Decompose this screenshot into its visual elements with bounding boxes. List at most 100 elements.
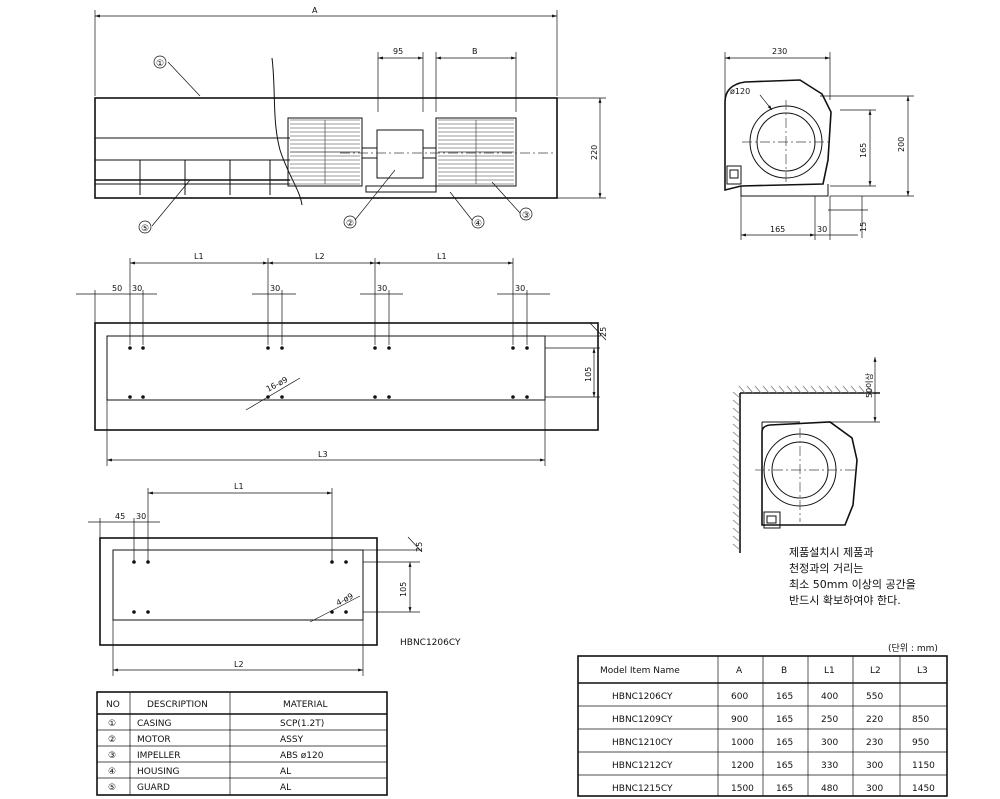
mount-hole xyxy=(132,560,136,564)
mount2-45: 45 xyxy=(115,512,125,521)
model-cell-l2: 550 xyxy=(866,692,883,702)
mounting-plate-small: L1 45 30 25 105 4-ø9 L2 HBNC1206CY xyxy=(88,482,461,676)
mount-hole xyxy=(525,395,529,399)
mount-hole xyxy=(132,610,136,614)
callout-4: ④ xyxy=(474,219,482,229)
parts-row-no: ③ xyxy=(108,751,116,761)
parts-header-no: NO xyxy=(106,700,120,710)
parts-table: NO DESCRIPTION MATERIAL ① CASING SCP(1.2T)… xyxy=(96,691,388,796)
dim-a-label: A xyxy=(312,6,318,15)
mount2-l1: L1 xyxy=(234,482,244,491)
model-cell-a: 1200 xyxy=(731,761,754,771)
model-cell-l1: 250 xyxy=(821,715,838,725)
model-table-unit: (단위 : mm) xyxy=(888,643,938,654)
parts-row-no: ④ xyxy=(108,767,116,777)
model-cell-model: HBNC1206CY xyxy=(612,692,673,702)
model-cell-l1: 400 xyxy=(821,692,838,702)
parts-row-mat: AL xyxy=(280,767,291,777)
mount-hole xyxy=(280,346,284,350)
side-width-label: 230 xyxy=(772,47,787,56)
model-cell-model: HBNC1210CY xyxy=(612,738,673,748)
mount-hole xyxy=(146,610,150,614)
model-cell-l2: 300 xyxy=(866,784,883,794)
model-cell-l1: 300 xyxy=(821,738,838,748)
model-header-l2: L2 xyxy=(870,666,881,676)
model-cell-l3: 1150 xyxy=(912,761,935,771)
model-cell-b: 165 xyxy=(776,738,793,748)
mount1-l3: L3 xyxy=(318,450,328,459)
model-cell-model: HBNC1212CY xyxy=(612,761,673,771)
mount-hole xyxy=(525,346,529,350)
model-header-l1: L1 xyxy=(824,666,835,676)
front-view: A 95 B xyxy=(94,6,606,234)
parts-row-mat: ASSY xyxy=(280,735,304,745)
mount1-holes xyxy=(128,346,529,399)
mount-hole xyxy=(330,560,334,564)
parts-header-desc: DESCRIPTION xyxy=(147,700,208,710)
callout-2: ② xyxy=(346,219,354,229)
model-cell-a: 900 xyxy=(731,715,748,725)
parts-row-desc: CASING xyxy=(137,719,172,729)
parts-row-desc: GUARD xyxy=(137,783,170,793)
install-view: 50이상 제품설치시 제품과 천정과의 거리는 최소 50mm 이상의 공간을 … xyxy=(732,357,916,607)
parts-row-no: ① xyxy=(108,719,116,729)
mount1-50: 50 xyxy=(112,284,122,293)
callout-5: ⑤ xyxy=(141,224,149,234)
install-note-3: 최소 50mm 이상의 공간을 xyxy=(789,578,916,591)
side-200-label: 200 xyxy=(897,137,906,152)
parts-row-no: ② xyxy=(108,735,116,745)
model-cell-a: 1000 xyxy=(731,738,754,748)
side-view: 230 ø120 165 200 165 30 15 xyxy=(724,47,914,240)
parts-row-mat: ABS ø120 xyxy=(280,751,324,761)
mount2-l2: L2 xyxy=(234,660,244,669)
install-clearance: 50이상 xyxy=(864,372,874,398)
model-cell-l3: 1450 xyxy=(912,784,935,794)
mount2-105: 105 xyxy=(399,582,408,597)
parts-row-desc: MOTOR xyxy=(137,735,171,745)
model-table: (단위 : mm) Model Item Name A B L1 L2 L3 H… xyxy=(577,643,948,797)
left-grille xyxy=(290,119,360,185)
mount-hole xyxy=(280,395,284,399)
install-note-1: 제품설치시 제품과 xyxy=(789,546,873,559)
right-grille xyxy=(438,119,514,185)
mount-hole xyxy=(128,346,132,350)
parts-header-mat: MATERIAL xyxy=(283,700,328,710)
mount-hole xyxy=(266,346,270,350)
mount1-30-c: 30 xyxy=(377,284,387,293)
mount-hole xyxy=(511,395,515,399)
model-cell-b: 165 xyxy=(776,715,793,725)
install-note-2: 천정과의 거리는 xyxy=(789,561,863,575)
mount1-25: 25 xyxy=(599,327,608,337)
mount-hole xyxy=(373,346,377,350)
mount-hole xyxy=(141,346,145,350)
model-header-name: Model Item Name xyxy=(600,666,680,676)
model-cell-l2: 230 xyxy=(866,738,883,748)
mount1-30-b: 30 xyxy=(270,284,280,293)
side-30-label: 30 xyxy=(817,225,827,234)
mount-hole xyxy=(146,560,150,564)
parts-row-no: ⑤ xyxy=(108,783,116,793)
dim-220-label: 220 xyxy=(590,145,599,160)
mount1-30-a: 30 xyxy=(132,284,142,293)
mount-hole xyxy=(344,610,348,614)
model-header-l3: L3 xyxy=(917,666,928,676)
callout-1: ① xyxy=(156,59,164,69)
model-cell-model: HBNC1209CY xyxy=(612,715,673,725)
mount2-holes-label: 4-ø9 xyxy=(335,591,355,607)
model-cell-b: 165 xyxy=(776,761,793,771)
mount2-25: 25 xyxy=(415,542,424,552)
parts-row-mat: SCP(1.2T) xyxy=(280,719,324,729)
dim-95-label: 95 xyxy=(393,47,403,56)
mount-hole xyxy=(387,346,391,350)
install-note-4: 반드시 확보하여야 한다. xyxy=(789,593,901,607)
model-cell-model: HBNC1215CY xyxy=(612,784,673,794)
mount-hole xyxy=(128,395,132,399)
model-cell-l1: 480 xyxy=(821,784,838,794)
parts-row-mat: AL xyxy=(280,783,291,793)
mount1-105: 105 xyxy=(584,367,593,382)
mount-hole xyxy=(511,346,515,350)
mount2-holes xyxy=(132,560,348,614)
model-cell-a: 1500 xyxy=(731,784,754,794)
model-cell-b: 165 xyxy=(776,784,793,794)
mount1-holes-label: 16-ø9 xyxy=(265,375,290,394)
